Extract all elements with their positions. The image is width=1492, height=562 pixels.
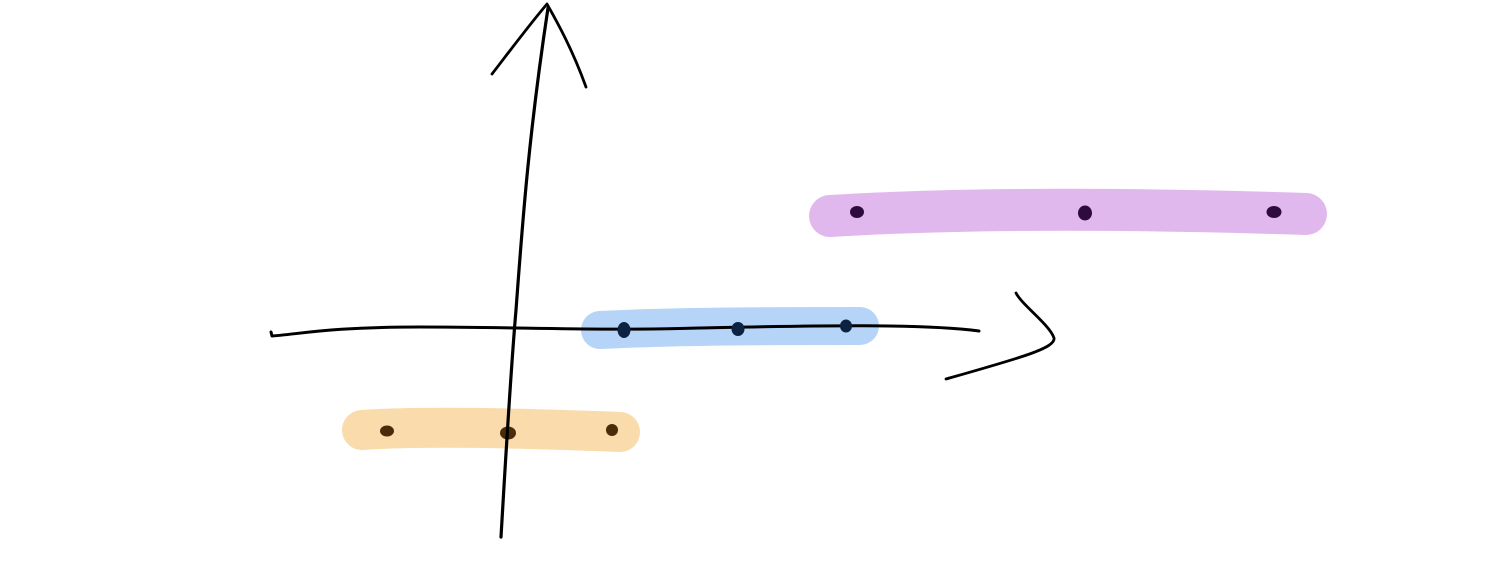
- purple-highlight-stroke: [809, 188, 1327, 237]
- horizontal-arrowhead: [944, 291, 1056, 381]
- horizontal-axis-line: [269, 324, 981, 338]
- blue-dot-1: [617, 322, 631, 338]
- blue-points-group: [617, 319, 852, 338]
- orange-dot-1: [380, 425, 394, 437]
- blue-dot-2: [731, 322, 745, 336]
- purple-highlight-group: [809, 188, 1327, 237]
- vertical-arrowhead: [490, 2, 588, 89]
- blue-dot-3: [840, 319, 852, 333]
- orange-dot-3: [606, 424, 618, 436]
- purple-dot-3: [1266, 206, 1282, 218]
- vertical-axis-line: [499, 6, 550, 539]
- purple-dot-2: [1078, 205, 1092, 221]
- purple-dot-1: [850, 206, 864, 218]
- orange-highlight-group: [342, 407, 640, 452]
- orange-highlight-stroke: [342, 407, 640, 452]
